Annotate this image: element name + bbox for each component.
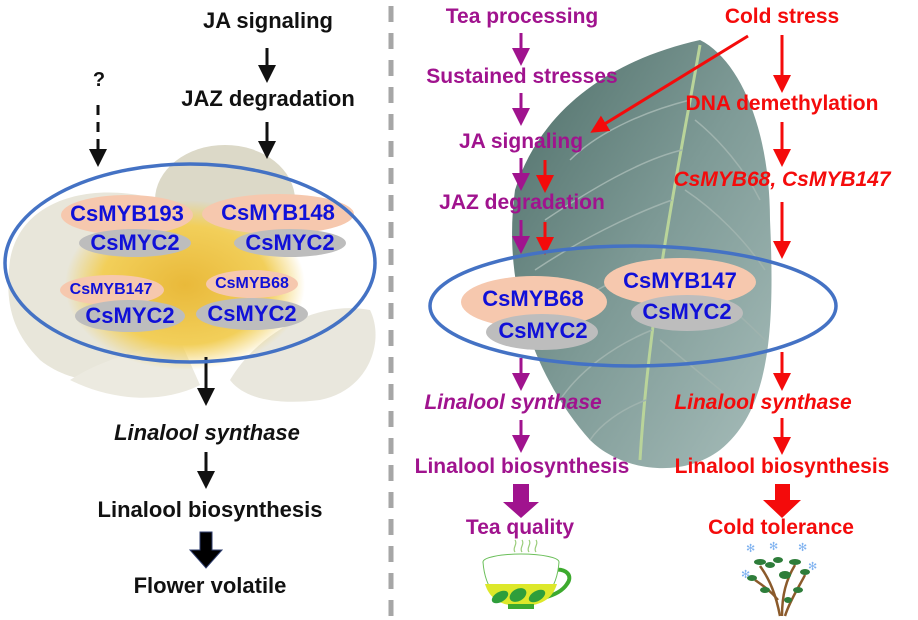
left-myb68-label: CsMYB68	[215, 275, 289, 292]
left-arrows	[89, 48, 276, 489]
right-myc2-label-2: CsMYC2	[642, 299, 732, 324]
left-myc2-label-1: CsMYC2	[90, 230, 180, 255]
cold-step-linalool-biosynthesis: Linalool biosynthesis	[674, 455, 890, 478]
tea-step-ja-signaling: JA signaling	[458, 130, 584, 153]
svg-text:✻: ✻	[798, 541, 807, 554]
cold-path-arrows	[536, 34, 791, 455]
right-complex-bubbles	[461, 258, 756, 350]
thick-arrow-to-flower-volatile	[188, 531, 224, 569]
cold-step-cold-stress: Cold stress	[724, 5, 840, 28]
svg-text:✻: ✻	[769, 540, 778, 553]
left-step-ja-signaling: JA signaling	[203, 8, 333, 33]
tea-cup-icon	[482, 539, 572, 609]
right-myc2-label-1: CsMYC2	[498, 318, 588, 343]
thick-arrow-to-tea-quality	[503, 484, 539, 518]
cold-step-myb-genes: CsMYB68, CsMYB147	[673, 168, 891, 191]
right-complex-ellipse	[428, 244, 838, 368]
left-outcome-flower-volatile: Flower volatile	[133, 573, 287, 598]
tea-step-linalool-biosynthesis: Linalool biosynthesis	[414, 455, 630, 478]
left-step-jaz-degradation: JAZ degradation	[181, 86, 355, 111]
left-myc2-label-3: CsMYC2	[85, 303, 175, 328]
unknown-factor-mark: ?	[92, 69, 106, 91]
arrow-cold-to-ja	[590, 34, 749, 133]
left-myc2-label-4: CsMYC2	[207, 301, 297, 326]
thick-arrow-to-cold-tolerance	[763, 484, 801, 518]
tea-step-linalool-synthase: Linalool synthase	[424, 391, 602, 414]
right-myb147-label: CsMYB147	[623, 268, 737, 293]
left-complex-bubbles	[60, 194, 354, 332]
cold-step-dna-demethylation: DNA demethylation	[685, 92, 879, 115]
svg-text:✻: ✻	[741, 568, 750, 581]
cold-outcome-cold-tolerance: Cold tolerance	[708, 516, 854, 539]
svg-text:✻: ✻	[808, 560, 817, 573]
left-myb193-label: CsMYB193	[70, 201, 184, 226]
left-step-linalool-biosynthesis: Linalool biosynthesis	[97, 497, 323, 522]
tea-step-sustained-stresses: Sustained stresses	[426, 65, 618, 88]
left-myb148-label: CsMYB148	[221, 200, 335, 225]
frosted-plant-icon: ✻✻ ✻✻ ✻	[741, 540, 817, 617]
tea-outcome-tea-quality: Tea quality	[465, 516, 575, 539]
tea-step-jaz-degradation: JAZ degradation	[439, 191, 605, 214]
svg-text:✻: ✻	[746, 542, 755, 555]
left-step-linalool-synthase: Linalool synthase	[114, 420, 300, 445]
left-myb147-label: CsMYB147	[69, 281, 153, 298]
left-complex-ellipse	[3, 162, 377, 364]
tea-step-tea-processing: Tea processing	[445, 5, 599, 28]
left-myc2-label-2: CsMYC2	[245, 230, 335, 255]
right-myb68-label: CsMYB68	[482, 286, 584, 311]
cold-step-linalool-synthase: Linalool synthase	[674, 391, 852, 414]
